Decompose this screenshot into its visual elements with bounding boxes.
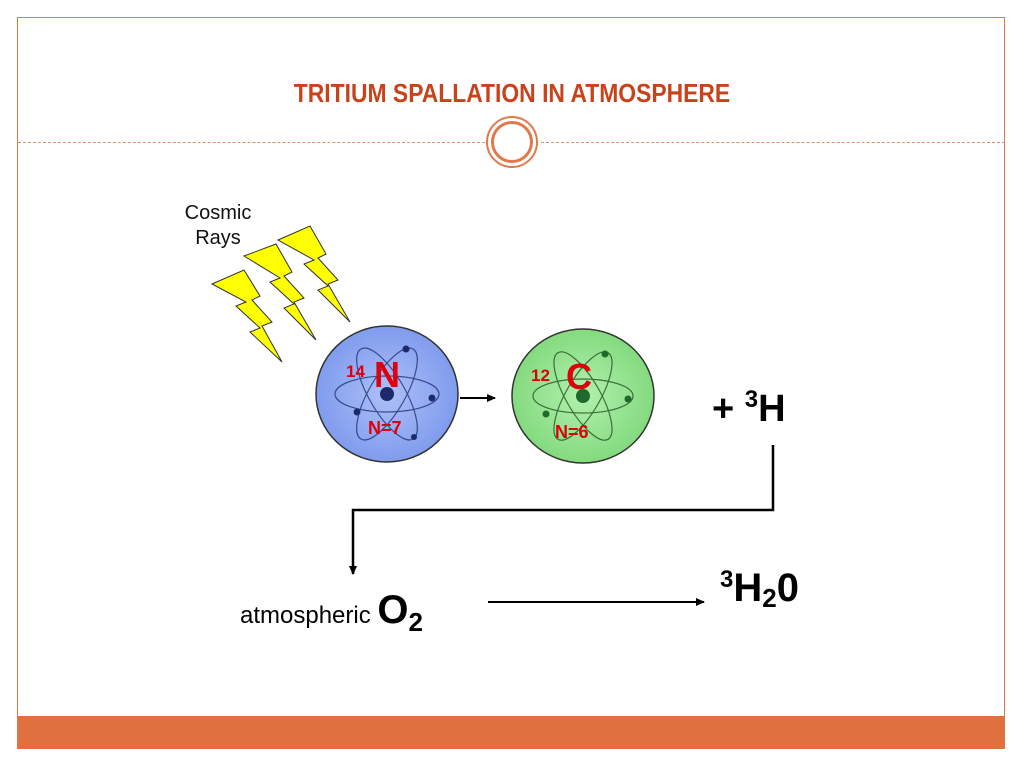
carbon-atom-icon [511,328,655,464]
lightning-bolt-icon [210,269,283,363]
oxygen-subscript: 2 [408,607,423,637]
water-subscript: 2 [762,583,777,613]
slide-title: TRITIUM SPALLATION IN ATMOSPHERE [293,78,731,108]
title-divider-left [18,142,485,143]
divider-ring-inner [491,121,533,163]
oxygen-formula: O2 [377,588,423,637]
water-mass-number: 3 [720,566,734,593]
water-tail: 0 [776,566,799,610]
tritium-path-arrow [349,445,775,575]
title-divider-right [541,142,1005,143]
cosmic-rays-label-line2: Rays [195,227,241,249]
tritium-mass-number: 3 [744,386,759,413]
lightning-bolt-icon [242,243,317,341]
oxygen-symbol: O [377,588,409,632]
nitrogen-neutron-count: N=7 [368,418,402,438]
carbon-symbol: C [566,356,592,397]
cosmic-rays-label-line1: Cosmic [184,202,252,224]
tritium-product: + 3H [712,386,786,431]
water-h-symbol: H [733,566,763,610]
tritiated-water-formula: 3H20 [720,566,799,614]
nitrogen-atom-icon [315,325,459,463]
cosmic-rays-label: Cosmic Rays [168,201,268,251]
atmospheric-oxygen: atmospheric O2 [240,588,423,638]
plus-sign: + [712,388,745,430]
lightning-bolt-icon [276,225,351,323]
nitrogen-mass-number: 14 [346,362,365,381]
nitrogen-symbol: N [374,354,400,395]
lightning-bolt-icons [210,225,351,363]
atmospheric-word: atmospheric [240,602,378,629]
carbon-neutron-count: N=6 [555,422,589,442]
footer-bar [18,716,1005,749]
tritium-symbol: H [758,388,786,430]
carbon-mass-number: 12 [531,366,550,385]
